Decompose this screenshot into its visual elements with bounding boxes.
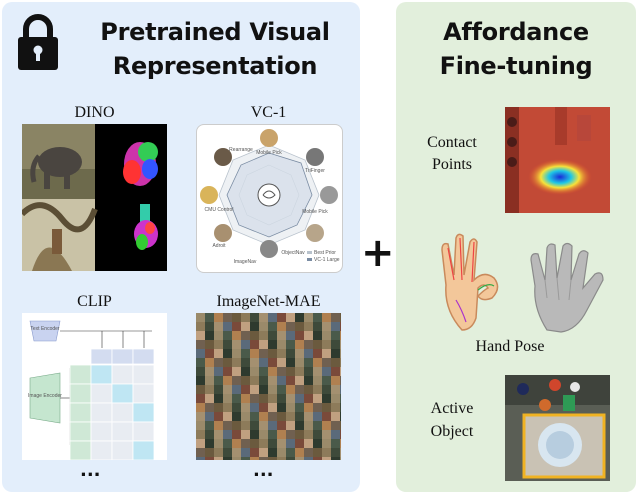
- vc1-label-1: TriFinger: [305, 168, 325, 174]
- lock-icon: [18, 14, 58, 70]
- imagenet-mae-label: ImageNet-MAE: [216, 293, 321, 310]
- right-heading-line2: Fine-tuning: [439, 52, 593, 80]
- vc1-label-7: Rearrange: [229, 147, 253, 153]
- hand-pose-label: Hand Pose: [475, 338, 545, 355]
- clip-diagram: Text Encoder Image Encoder: [22, 313, 167, 460]
- vc1-radar-chart: Mobile Pick TriFinger Mobile Pick Object…: [196, 124, 343, 273]
- active-object-line1: Active: [430, 400, 474, 417]
- vc1-legend-1: VC-1 Large: [314, 257, 340, 263]
- dino-label: DINO: [74, 104, 115, 121]
- active-object-image: [505, 375, 610, 481]
- vc1-label-4: ImageNav: [234, 259, 257, 265]
- hand-pose-colored-icon: [441, 233, 499, 331]
- hand-pose-mesh-icon: [530, 242, 604, 333]
- plus-icon: +: [361, 230, 395, 276]
- vc1-label-5: Adroit: [212, 243, 226, 249]
- mae-ellipsis: ...: [253, 460, 274, 481]
- clip-label: CLIP: [77, 293, 112, 310]
- clip-ellipsis: ...: [80, 460, 101, 481]
- contact-points-line1: Contact: [427, 134, 477, 151]
- vc1-label: VC-1: [250, 104, 287, 121]
- vc1-label-0: Mobile Pick: [256, 150, 282, 156]
- vc1-label-3: ObjectNav: [281, 250, 305, 256]
- left-heading-line1: Pretrained Visual: [100, 18, 330, 46]
- clip-image-encoder: Image Encoder: [28, 393, 62, 399]
- vc1-label-2: Mobile Pick: [302, 209, 328, 215]
- clip-text-encoder: Text Encoder: [30, 326, 60, 332]
- imagenet-mae-mosaic: [196, 313, 341, 460]
- active-object-line2: Object: [430, 423, 474, 440]
- contact-points-heatmap: [505, 107, 610, 213]
- left-heading-line2: Representation: [112, 52, 318, 80]
- dino-image: [22, 124, 167, 271]
- right-heading-line1: Affordance: [443, 18, 589, 46]
- contact-points-line2: Points: [431, 156, 472, 173]
- vc1-legend-0: Best Prior: [314, 250, 336, 256]
- vc1-label-6: CMU Control: [205, 207, 234, 213]
